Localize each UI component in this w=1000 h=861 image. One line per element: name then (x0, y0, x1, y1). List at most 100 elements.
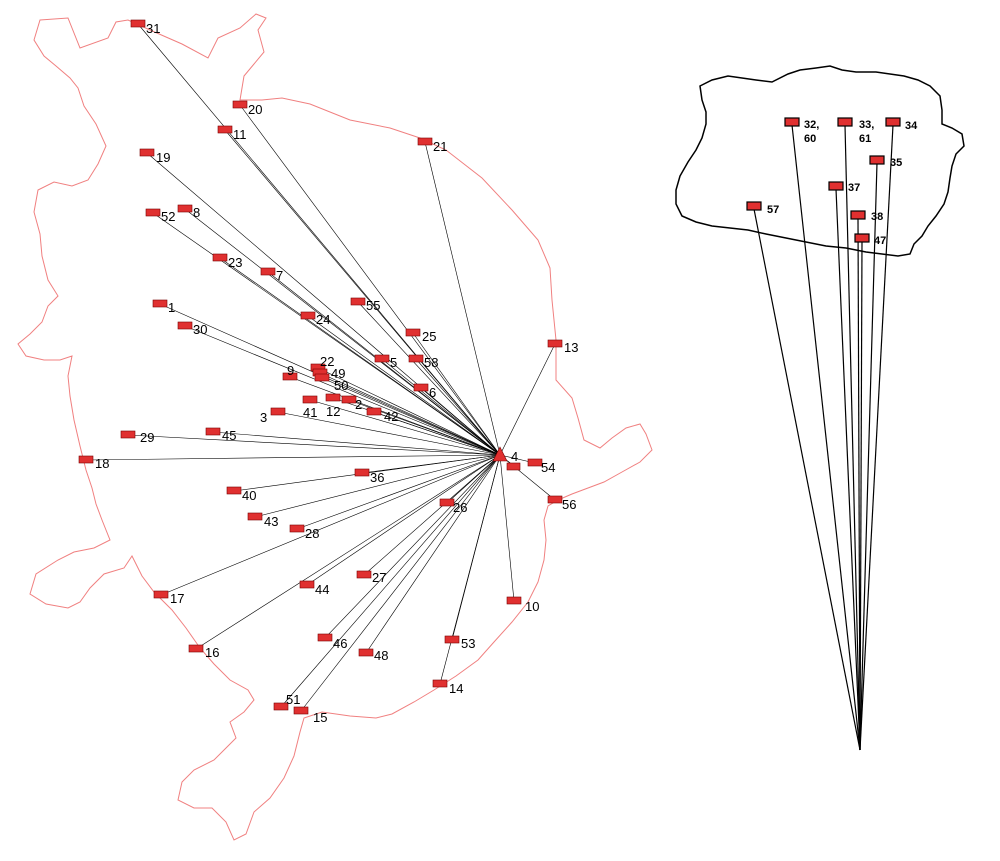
site-label-36: 36 (370, 470, 384, 485)
site-marker-41 (302, 395, 318, 404)
site-marker-40 (226, 486, 242, 495)
site-marker-23 (212, 253, 228, 262)
site-marker-46 (317, 633, 333, 642)
site-marker-1 (152, 299, 168, 308)
site-label-21: 21 (433, 139, 447, 154)
connection-line-16 (195, 454, 501, 650)
site-marker-28 (289, 524, 305, 533)
connection-line-3 (277, 411, 501, 456)
site-marker-50 (314, 373, 330, 382)
site-marker-3 (270, 407, 286, 416)
site-label-26: 26 (453, 500, 467, 515)
inset-connection-line-47 (859, 240, 863, 751)
site-marker-27 (356, 570, 372, 579)
connection-line-19 (146, 152, 501, 456)
site-label-18: 18 (95, 456, 109, 471)
site-marker-25 (405, 328, 421, 337)
inset-site-marker-34 (885, 117, 901, 127)
inset-site-marker-47 (854, 233, 870, 243)
hub-marker (492, 446, 508, 462)
site-marker-13 (547, 339, 563, 348)
site-label-27: 27 (372, 570, 386, 585)
inset-site-marker-57 (746, 201, 762, 211)
inset-site-marker-37 (828, 181, 844, 191)
connection-line-55 (357, 301, 501, 456)
connection-line-51 (280, 454, 501, 708)
connection-line-18 (85, 454, 501, 461)
connection-line-58 (415, 358, 501, 456)
inset-site-label-35: 35 (890, 157, 902, 169)
connection-line-13 (499, 343, 556, 456)
site-marker-19 (139, 148, 155, 157)
site-label-10: 10 (525, 599, 539, 614)
connection-line-14 (439, 454, 501, 685)
inset-site-label-47: 47 (874, 235, 886, 247)
site-label-11: 11 (233, 127, 247, 142)
site-label-53: 53 (461, 636, 475, 651)
site-marker-30 (177, 321, 193, 330)
site-marker-5 (374, 354, 390, 363)
inset-site-label-32-60: 32,60 (804, 119, 819, 145)
site-marker-11 (217, 125, 233, 134)
site-marker-42 (366, 407, 382, 416)
site-label-7: 7 (276, 268, 283, 283)
connection-line-29 (127, 434, 501, 456)
connection-line-45 (212, 431, 501, 456)
connection-line-44 (306, 454, 501, 586)
site-label-5: 5 (390, 355, 397, 370)
site-label-48: 48 (374, 648, 388, 663)
inset-region-boundary (675, 65, 965, 257)
inset-connection-line-38 (857, 217, 861, 751)
site-label-28: 28 (305, 526, 319, 541)
site-label-40: 40 (242, 488, 256, 503)
site-marker-26 (439, 498, 455, 507)
inset-connection-line-37 (835, 188, 861, 751)
inset-connection-line-33-61 (844, 124, 861, 751)
site-label-12: 12 (326, 404, 340, 419)
connection-line-8 (184, 208, 501, 456)
site-marker-15 (293, 706, 309, 715)
site-label-8: 8 (193, 205, 200, 220)
connection-line-10 (499, 454, 515, 602)
site-label-29: 29 (140, 430, 154, 445)
site-label-58: 58 (424, 355, 438, 370)
site-label-56: 56 (562, 497, 576, 512)
inset-site-label-34: 34 (905, 120, 918, 132)
site-label-46: 46 (333, 636, 347, 651)
connection-line-41 (309, 399, 501, 456)
site-marker-44 (299, 580, 315, 589)
site-marker-17 (153, 590, 169, 599)
inset-site-marker-38 (850, 210, 866, 220)
connection-line-11 (224, 129, 501, 456)
inset-connection-line-34 (859, 124, 894, 751)
connection-line-5 (381, 358, 501, 456)
site-marker-7 (260, 267, 276, 276)
site-label-43: 43 (264, 514, 278, 529)
connection-line-48 (365, 454, 501, 654)
inset-site-marker-32-60 (784, 117, 800, 127)
inset-site-marker-33-61 (837, 117, 853, 127)
site-label-42: 42 (384, 409, 398, 424)
inset-site-marker-35 (869, 155, 885, 165)
site-label-16: 16 (205, 645, 219, 660)
site-marker-48 (358, 648, 374, 657)
site-label-25: 25 (422, 329, 436, 344)
site-marker-8 (177, 204, 193, 213)
connection-line-1 (159, 303, 501, 456)
site-marker-51 (273, 702, 289, 711)
site-label-51: 51 (286, 692, 300, 707)
site-label-55: 55 (366, 298, 380, 313)
site-label-54: 54 (541, 460, 555, 475)
connection-line-27 (363, 454, 501, 576)
site-marker-31 (130, 19, 146, 28)
site-label-19: 19 (156, 150, 170, 165)
site-label-6: 6 (429, 385, 436, 400)
site-label-24: 24 (316, 312, 330, 327)
inset-site-label-33-61: 33,61 (859, 119, 874, 145)
site-marker-29 (120, 430, 136, 439)
site-label-1: 1 (168, 300, 175, 315)
site-marker-20 (232, 100, 248, 109)
site-label-17: 17 (170, 591, 184, 606)
